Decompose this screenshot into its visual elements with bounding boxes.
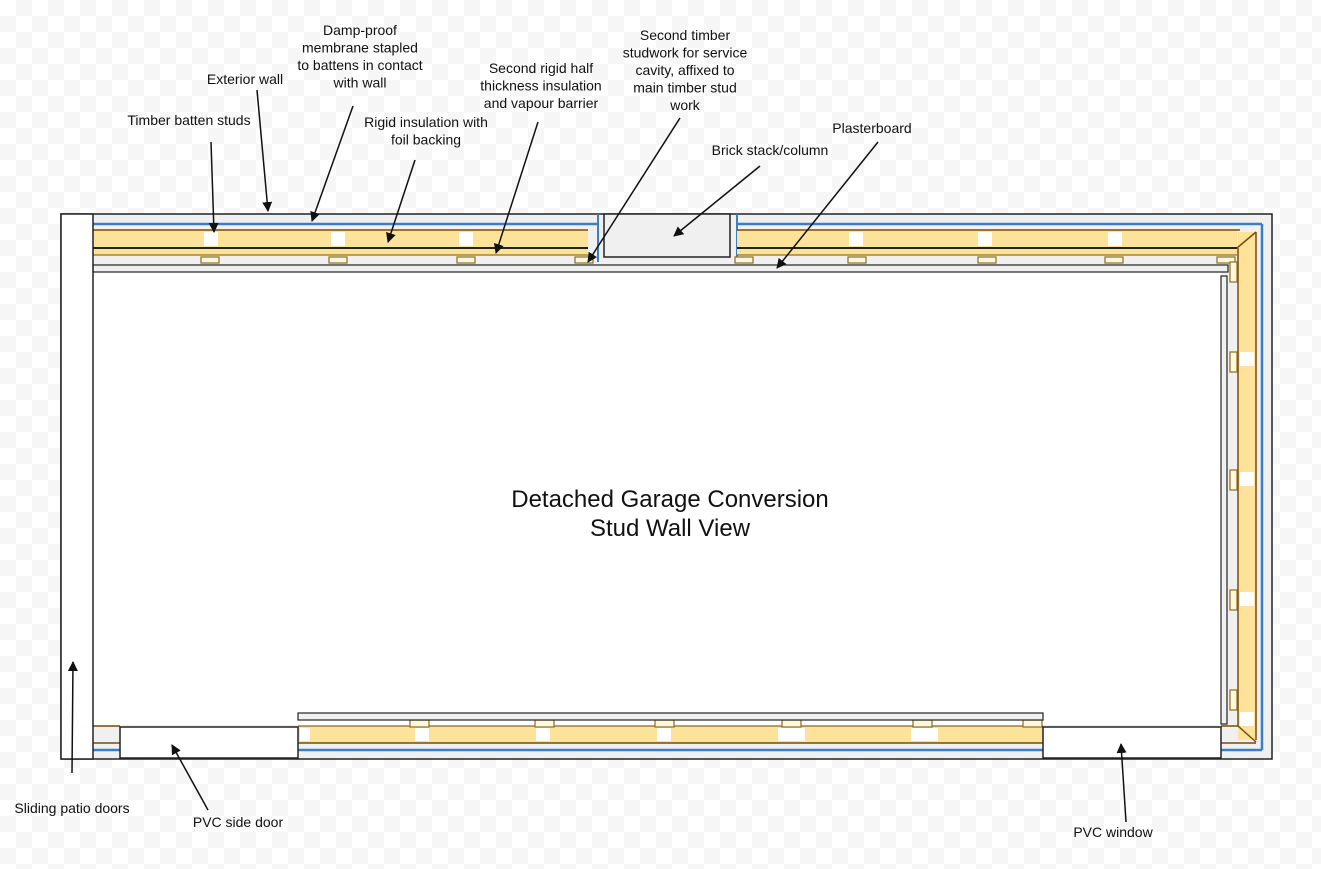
arrow-pvc-window xyxy=(1116,743,1127,823)
sliding-patio-doors xyxy=(60,213,94,760)
service-cavity-studs-bottom xyxy=(409,719,1043,728)
arrow-exterior-wall xyxy=(256,89,273,212)
label-line: Second rigid half xyxy=(489,60,593,76)
arrow-pvc-side-door xyxy=(171,744,209,811)
plasterboard-right xyxy=(1220,275,1228,725)
label-line: PVC side door xyxy=(193,814,284,830)
rigid-insulation-right xyxy=(1236,231,1257,743)
arrow-timber-batten-studs xyxy=(208,141,219,233)
brick-stack-column xyxy=(603,213,731,258)
diagram-title-line-2: Stud Wall View xyxy=(590,515,751,542)
label-line: with wall xyxy=(333,75,387,91)
pvc-side-door xyxy=(119,726,299,759)
label-line: Rigid insulation with xyxy=(364,114,488,130)
pvc-window xyxy=(1042,726,1222,759)
arrow-sliding-patio xyxy=(67,661,78,774)
label-line: cavity, affixed to xyxy=(635,62,734,78)
label-line: Exterior wall xyxy=(207,71,283,87)
arrow-plasterboard xyxy=(776,141,879,269)
interior-space xyxy=(93,272,1221,725)
rigid-insulation-bottom xyxy=(93,725,1256,744)
label-line: foil backing xyxy=(391,132,461,148)
arrow-rigid-insulation xyxy=(386,159,416,243)
label-rigid-insulation: Rigid insulation with foil backing xyxy=(364,114,488,148)
label-line: studwork for service xyxy=(623,45,748,61)
second-insulation-top xyxy=(93,249,1237,256)
label-line: and vapour barrier xyxy=(484,95,599,111)
label-line: Timber batten studs xyxy=(127,112,250,128)
label-line: Sliding patio doors xyxy=(14,800,129,816)
diagram-title-line-1: Detached Garage Conversion xyxy=(511,486,829,513)
label-line: Second timber xyxy=(640,27,731,43)
label-pvc-window: PVC window xyxy=(1073,824,1153,840)
timber-batten-studs-top xyxy=(204,232,1122,246)
label-pvc-side-door: PVC side door xyxy=(193,814,284,830)
label-line: PVC window xyxy=(1073,824,1153,840)
label-exterior-wall: Exterior wall xyxy=(207,71,283,87)
label-line: membrane stapled xyxy=(302,40,418,56)
label-line: Brick stack/column xyxy=(712,142,829,158)
arrow-second-rigid xyxy=(493,121,539,254)
label-line: Damp-proof xyxy=(323,22,397,38)
arrow-second-timber xyxy=(587,117,681,263)
label-line: Plasterboard xyxy=(832,120,911,136)
plasterboard-bottom xyxy=(297,712,1044,721)
label-line: work xyxy=(669,97,701,113)
service-cavity-studs-top xyxy=(200,256,1236,264)
label-brick-stack: Brick stack/column xyxy=(712,142,829,158)
label-plasterboard: Plasterboard xyxy=(832,120,911,136)
label-timber-batten-studs: Timber batten studs xyxy=(127,112,250,128)
label-line: main timber stud xyxy=(633,80,736,96)
label-line: to battens in contact xyxy=(297,57,422,73)
service-cavity-studs-right xyxy=(1229,261,1238,711)
plasterboard-top xyxy=(92,264,1229,273)
label-line: thickness insulation xyxy=(480,78,601,94)
label-sliding-patio: Sliding patio doors xyxy=(14,800,129,816)
arrow-brick-stack xyxy=(673,165,761,237)
arrow-damp-proof xyxy=(310,105,354,222)
